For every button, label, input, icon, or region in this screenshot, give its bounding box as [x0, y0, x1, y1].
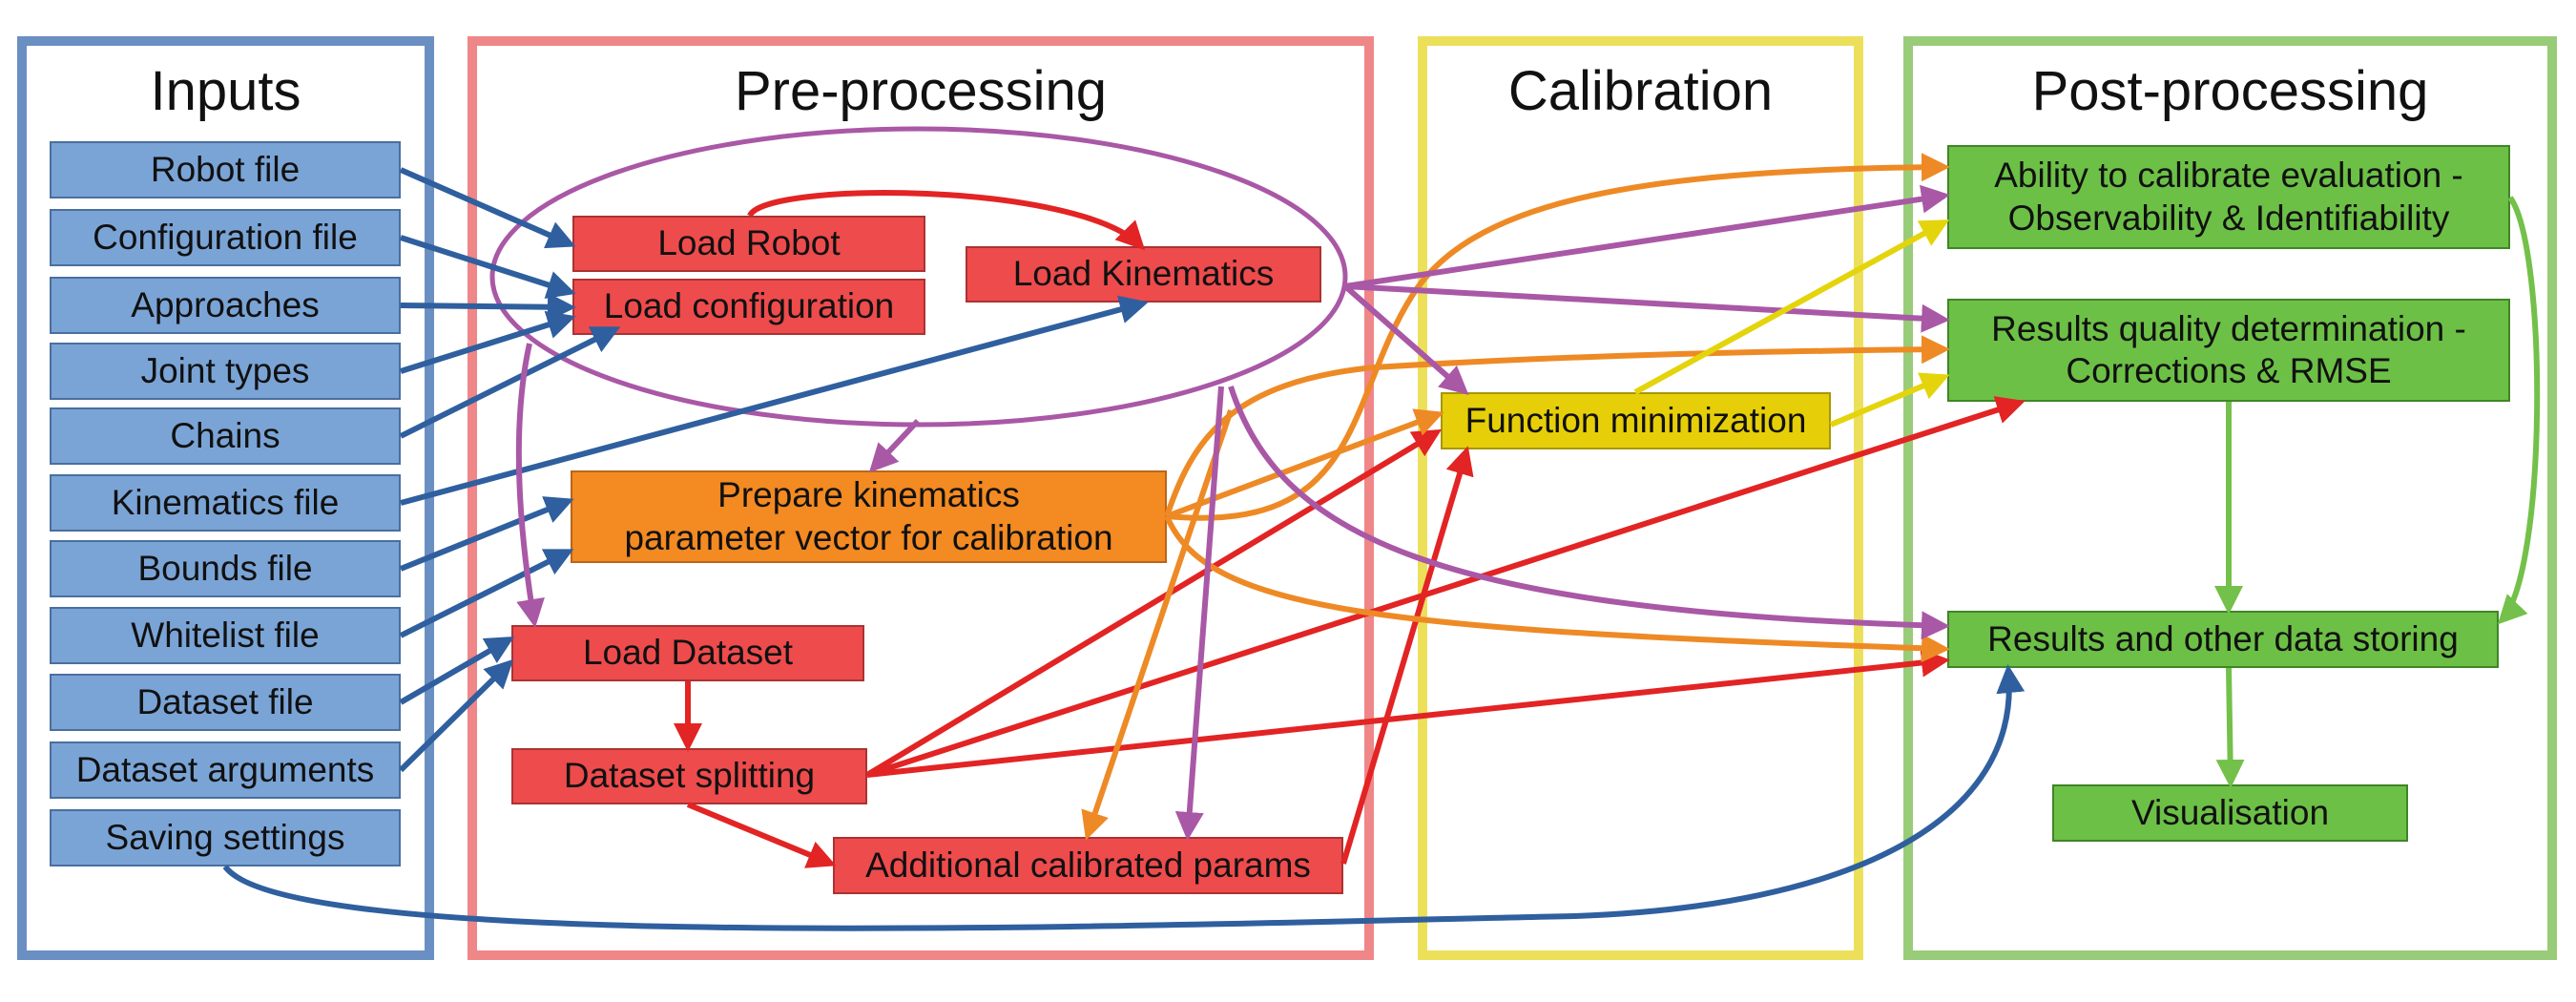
inputs-title: Inputs — [150, 60, 301, 122]
input-robot-file: Robot file — [50, 141, 401, 198]
arrow-splitting-to-storing — [866, 648, 1950, 778]
arrow-minimization-to-ability — [1633, 219, 1950, 395]
input-dataset-file: Dataset file — [50, 674, 401, 731]
calibration-panel: Calibration — [1418, 36, 1863, 960]
input-chains: Chains — [50, 407, 401, 465]
preprocessing-panel: Pre-processing — [467, 36, 1374, 960]
prepare-parameter-vector-box: Prepare kinematics parameter vector for … — [571, 470, 1167, 563]
arrow-group-to-additional — [1174, 386, 1224, 841]
load-configuration-box: Load configuration — [572, 279, 925, 335]
arrow-group-to-quality — [1344, 283, 1950, 333]
arrow-ability-to-storing — [2497, 196, 2541, 625]
input-bounds-file: Bounds file — [50, 540, 401, 597]
input-approaches: Approaches — [50, 277, 401, 334]
arrow-prepare-to-storing — [1164, 514, 1950, 663]
postprocessing-panel: Post-processing — [1903, 36, 2557, 960]
input-whitelist-file: Whitelist file — [50, 607, 401, 664]
arrow-minimization-to-quality — [1829, 372, 1950, 428]
arrow-splitting-to-additional — [686, 802, 837, 868]
arrow-configuration-file — [400, 235, 576, 299]
postprocessing-title: Post-processing — [2031, 60, 2429, 122]
arrow-dataset-arguments — [398, 658, 514, 773]
arrow-kinematics-file — [400, 295, 1149, 506]
load-dataset-box: Load Dataset — [511, 625, 864, 681]
arrow-group-to-storing — [1228, 386, 1950, 640]
input-joint-types: Joint types — [50, 343, 401, 400]
arrow-group-to-minimization — [1343, 283, 1469, 395]
arrow-saving-settings — [222, 664, 2025, 931]
arrow-group-to-ability — [1344, 184, 1950, 289]
dataset-splitting-box: Dataset splitting — [511, 748, 867, 804]
arrow-prepare-to-additional — [1081, 409, 1234, 841]
preprocessing-title: Pre-processing — [734, 60, 1108, 122]
arrow-whitelist-file — [399, 549, 574, 638]
input-dataset-arguments: Dataset arguments — [50, 741, 401, 799]
load-robot-box: Load Robot — [572, 216, 925, 272]
results-quality-box: Results quality determination - Correcti… — [1947, 299, 2510, 402]
function-minimization-box: Function minimization — [1441, 392, 1831, 449]
arrow-bounds-file — [399, 496, 574, 572]
arrow-prepare-to-minimization — [1165, 408, 1444, 519]
input-kinematics-file: Kinematics file — [50, 474, 401, 532]
arrow-robot-to-kinematics — [747, 190, 1146, 251]
arrow-dataset-file — [399, 636, 515, 705]
arrow-storing-to-visualisation — [2215, 667, 2245, 788]
arrow-joint-types — [400, 310, 576, 374]
arrow-chains — [399, 326, 621, 439]
arrow-approaches — [400, 292, 576, 322]
arrow-splitting-to-quality — [866, 396, 2025, 778]
load-group-ellipse — [489, 126, 1348, 428]
arrow-prepare-to-quality — [1164, 335, 1950, 517]
ability-to-calibrate-box: Ability to calibrate evaluation - Observ… — [1947, 145, 2510, 249]
arrow-additional-to-minimization — [1340, 446, 1474, 865]
input-saving-settings: Saving settings — [50, 809, 401, 866]
calibration-title: Calibration — [1507, 60, 1774, 122]
arrow-group-to-load-dataset — [515, 343, 545, 628]
arrow-splitting-to-minimization — [865, 428, 1443, 778]
arrow-robot-file — [399, 167, 576, 249]
arrow-group-to-prepare — [868, 418, 921, 473]
input-configuration-file: Configuration file — [50, 209, 401, 266]
